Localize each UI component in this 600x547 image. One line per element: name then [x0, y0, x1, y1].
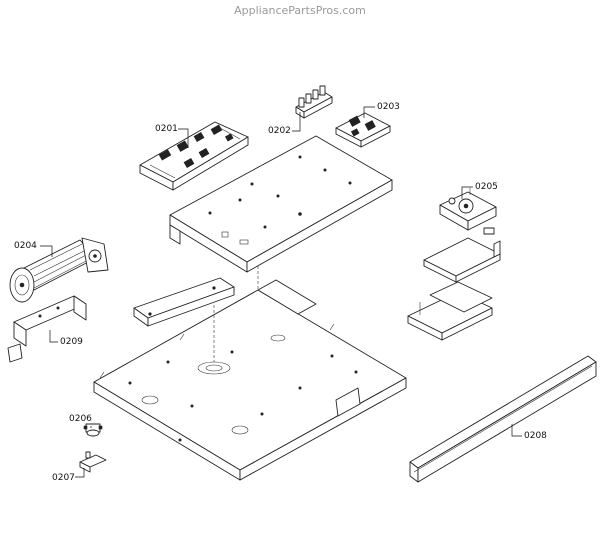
part-0209-fan-bracket[interactable]: [7, 295, 87, 363]
bottom-base-plate: [93, 279, 407, 481]
callout-0201: 0201: [155, 124, 178, 134]
callout-leaders: [40, 106, 522, 478]
part-0207-thermostat-bracket[interactable]: [79, 451, 107, 473]
callout-0208: 0208: [524, 431, 547, 441]
part-0202-connector[interactable]: [295, 85, 333, 119]
part-0203-relay-board[interactable]: [335, 112, 391, 148]
callout-0202: 0202: [268, 126, 291, 136]
callout-0205: 0205: [475, 182, 498, 192]
callout-0209: 0209: [60, 337, 83, 347]
alignment-lines: [213, 266, 259, 362]
channel-strip: [133, 277, 235, 327]
part-0204-blower-fan[interactable]: [9, 237, 109, 303]
part-0201-control-board[interactable]: [139, 121, 249, 191]
callout-0206: 0206: [69, 414, 92, 424]
fan-bracket: [423, 237, 501, 283]
callout-0204: 0204: [14, 241, 37, 251]
watermark: AppliancePartsPros.com: [234, 4, 366, 17]
part-0206-thermostat[interactable]: [83, 423, 103, 437]
callout-0207: 0207: [52, 473, 75, 483]
part-0205-fan-motor[interactable]: [439, 188, 497, 235]
duct-bracket: [407, 281, 493, 341]
part-0208-trim-rail[interactable]: [409, 355, 597, 483]
upper-mounting-plate: [169, 135, 393, 273]
callout-0203: 0203: [377, 102, 400, 112]
